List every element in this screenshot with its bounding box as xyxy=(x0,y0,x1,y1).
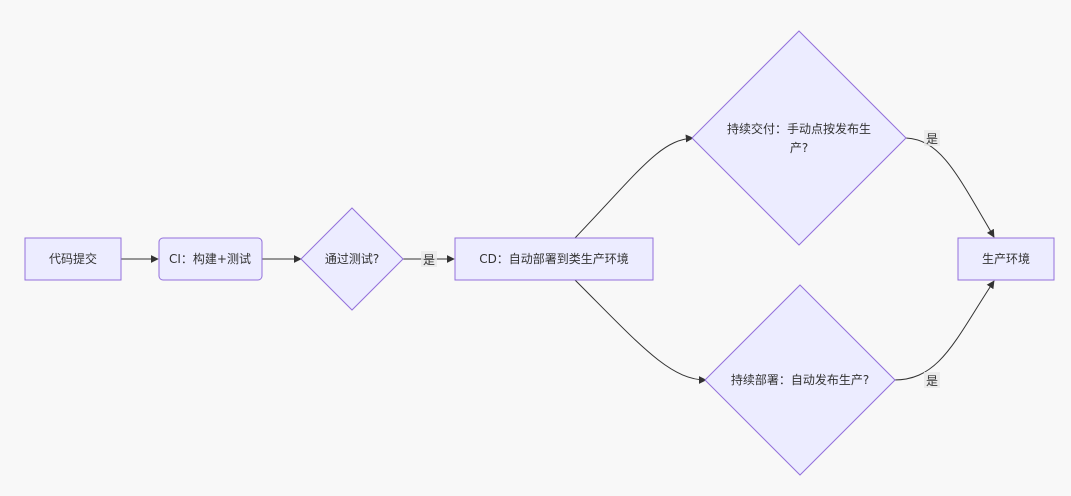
node-cd-shape xyxy=(454,237,654,281)
node-continuous-delivery-shape xyxy=(691,30,907,246)
node-ci[interactable]: CI：构建+测试 xyxy=(158,237,263,281)
node-continuous-delivery[interactable]: 持续交付：手动点按发布生 产? xyxy=(691,30,907,246)
node-production-label: 生产环境 xyxy=(982,251,1030,266)
node-continuous-delivery-label-line1: 持续交付：手动点按发布生 xyxy=(727,121,871,136)
node-production[interactable]: 生产环境 xyxy=(957,237,1055,281)
node-commit[interactable]: 代码提交 xyxy=(24,237,122,281)
node-commit-shape xyxy=(24,237,122,281)
node-ci-label: CI：构建+测试 xyxy=(169,251,251,266)
edge-labels: 是 是 是 xyxy=(421,130,940,388)
node-continuous-deployment-shape xyxy=(704,284,896,476)
node-cd[interactable]: CD：自动部署到类生产环境 xyxy=(454,237,654,281)
node-cd-label: CD：自动部署到类生产环境 xyxy=(479,251,629,266)
edge-label-test-yes: 是 xyxy=(423,253,435,267)
edge-cd-to-deployment xyxy=(574,279,707,384)
node-ci-shape xyxy=(158,237,263,281)
edge-label-bg-deployment xyxy=(924,372,940,388)
node-test-pass-label: 通过测试? xyxy=(325,251,379,266)
edge-label-bg-delivery xyxy=(924,130,940,146)
node-commit-label: 代码提交 xyxy=(49,251,97,266)
edge-label-deployment-yes: 是 xyxy=(926,374,938,388)
edge-delivery-to-production xyxy=(905,137,995,238)
edge-cd-to-delivery xyxy=(574,134,694,239)
node-continuous-deployment-label: 持续部署：自动发布生产? xyxy=(731,372,869,387)
edge-label-bg-test xyxy=(421,251,437,267)
node-continuous-deployment[interactable]: 持续部署：自动发布生产? xyxy=(704,284,896,476)
node-production-shape xyxy=(957,237,1055,281)
node-test-pass-shape xyxy=(300,207,404,311)
node-test-pass[interactable]: 通过测试? xyxy=(300,207,404,311)
node-continuous-delivery-label-line2: 产? xyxy=(790,141,808,155)
edge-deployment-to-production xyxy=(893,280,995,381)
edges xyxy=(121,134,995,384)
edge-label-delivery-yes: 是 xyxy=(926,132,938,146)
